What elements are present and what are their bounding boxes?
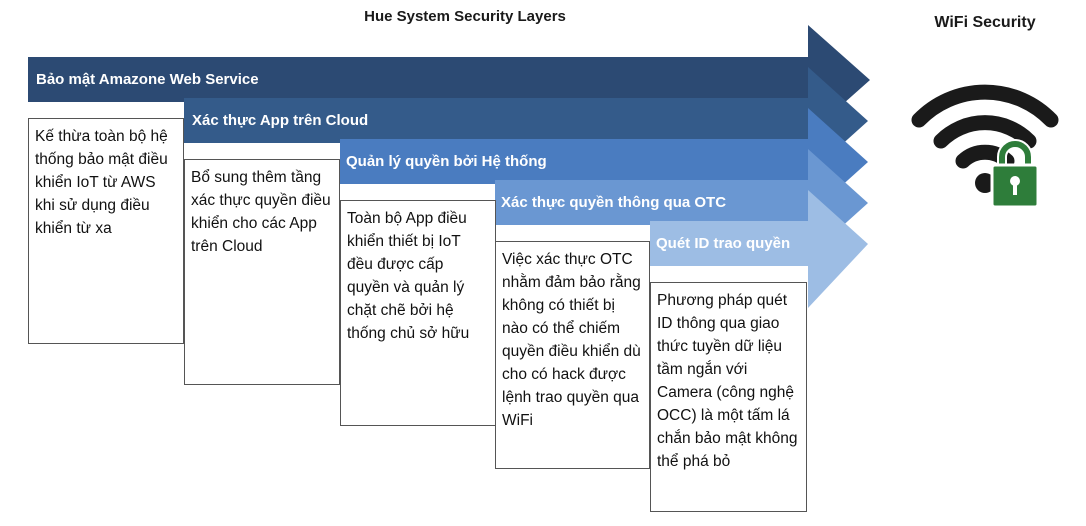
wifi-lock-icon bbox=[905, 75, 1065, 220]
layer-description-otc: Việc xác thực OTC nhằm đảm bảo rằng khôn… bbox=[495, 241, 650, 469]
layer-arrow-5 bbox=[650, 190, 868, 308]
layer-description-system-permissions: Toàn bộ App điều khiển thiết bị IoT đều … bbox=[340, 200, 496, 426]
layer-description-aws: Kế thừa toàn bộ hệ thống bảo mật điều kh… bbox=[28, 118, 184, 344]
layer-label-aws: Bảo mật Amazone Web Service bbox=[36, 71, 259, 88]
layer-label-cloud-app: Xác thực App trên Cloud bbox=[192, 112, 369, 129]
wifi-security-title: WiFi Security bbox=[934, 14, 1036, 31]
layer-description-id-scan: Phương pháp quét ID thông qua giao thức … bbox=[650, 282, 807, 512]
layer-description-text: Việc xác thực OTC nhằm đảm bảo rằng khôn… bbox=[502, 251, 641, 429]
layer-description-text: Phương pháp quét ID thông qua giao thức … bbox=[657, 292, 798, 470]
layer-description-text: Kế thừa toàn bộ hệ thống bảo mật điều kh… bbox=[35, 128, 168, 237]
layer-label-otc: Xác thực quyền thông qua OTC bbox=[501, 194, 727, 211]
layer-label-id-scan: Quét ID trao quyền bbox=[656, 235, 791, 252]
layer-description-cloud-app: Bổ sung thêm tầng xác thực quyền điều kh… bbox=[184, 159, 340, 385]
layer-arrow-4 bbox=[495, 149, 868, 257]
diagram-title: Hue System Security Layers bbox=[364, 8, 566, 25]
layer-description-text: Bổ sung thêm tầng xác thực quyền điều kh… bbox=[191, 169, 331, 255]
layer-label-system-permissions: Quản lý quyền bởi Hệ thống bbox=[346, 153, 547, 170]
layer-arrow-3 bbox=[340, 108, 868, 216]
layer-arrow-1 bbox=[28, 25, 870, 135]
layer-arrow-2 bbox=[184, 67, 868, 175]
layer-description-text: Toàn bộ App điều khiển thiết bị IoT đều … bbox=[347, 210, 470, 342]
